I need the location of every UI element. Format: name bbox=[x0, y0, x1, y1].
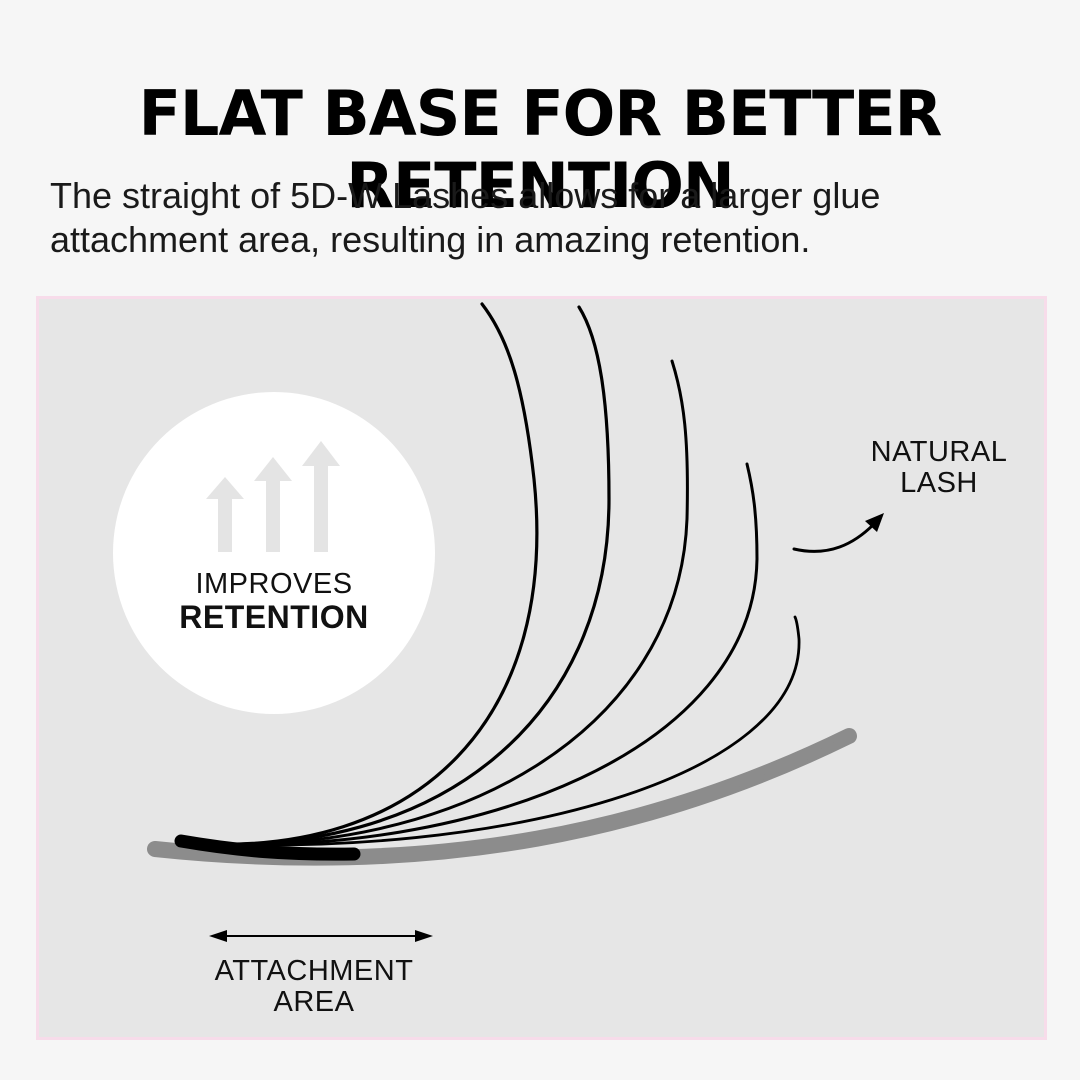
attachment-area-label: ATTACHMENT AREA bbox=[189, 956, 439, 1018]
lash-illustration bbox=[147, 302, 884, 942]
lash-strand bbox=[187, 359, 689, 846]
lash-strand bbox=[187, 305, 611, 846]
page-title: FLAT BASE FOR BETTER RETENTION bbox=[138, 77, 943, 222]
lash-illustration-panel: IMPROVES RETENTION NATURAL LASH ATTACHME… bbox=[36, 296, 1047, 1040]
lash-strand bbox=[187, 615, 801, 847]
attachment-area-label-line1: ATTACHMENT bbox=[214, 955, 414, 987]
triple-up-arrows-icon bbox=[206, 441, 340, 552]
natural-lash-pointer bbox=[792, 522, 876, 553]
natural-lash bbox=[147, 728, 857, 866]
natural-lash-pointer-head bbox=[865, 513, 884, 532]
attachment-area-label-line2: AREA bbox=[273, 986, 355, 1018]
page-description: The straight of 5D-W Lashes allows for a… bbox=[50, 175, 881, 260]
retention-badge: IMPROVES RETENTION bbox=[113, 392, 435, 714]
attachment-arrow-right-head bbox=[415, 930, 433, 942]
lash-strand bbox=[187, 302, 539, 846]
badge-label-improves: IMPROVES bbox=[195, 568, 353, 600]
natural-lash-tip bbox=[737, 734, 851, 791]
lash-strand bbox=[187, 462, 759, 847]
natural-lash-label-line2: LASH bbox=[900, 467, 978, 499]
natural-lash-label-line1: NATURAL bbox=[870, 436, 1008, 468]
natural-lash-label: NATURAL LASH bbox=[839, 437, 1039, 499]
attachment-arrow-left-head bbox=[209, 930, 227, 942]
badge-label-retention: RETENTION bbox=[179, 599, 369, 635]
